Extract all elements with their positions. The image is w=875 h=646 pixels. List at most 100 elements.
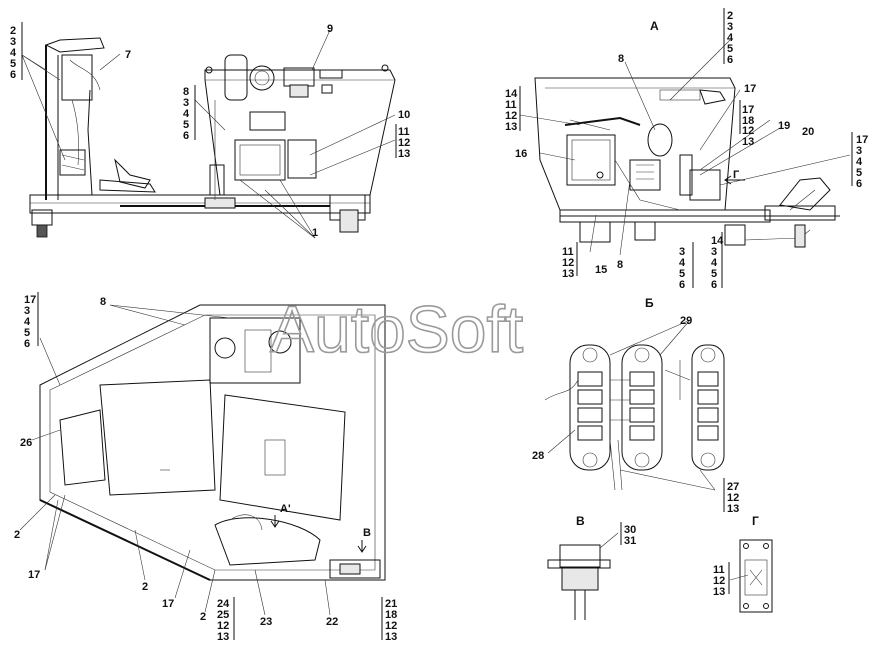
view-label-b: Б <box>645 296 654 310</box>
svg-text:6: 6 <box>10 69 16 81</box>
view-label-g-arrow: Г <box>733 169 740 181</box>
svg-text:2: 2 <box>10 25 16 37</box>
svg-text:6: 6 <box>711 279 717 291</box>
stack-14: 14 11 12 13 <box>505 86 521 133</box>
svg-text:13: 13 <box>398 148 410 160</box>
callout-2a: 2 <box>14 529 20 541</box>
stack-11a: 11 12 13 <box>395 124 410 160</box>
svg-text:6: 6 <box>183 130 189 142</box>
svg-text:4: 4 <box>679 257 686 269</box>
svg-text:6: 6 <box>856 178 862 190</box>
svg-text:12: 12 <box>727 492 739 504</box>
view-a <box>534 77 840 248</box>
svg-text:13: 13 <box>505 121 517 133</box>
svg-text:6: 6 <box>727 54 733 66</box>
callout-9: 9 <box>327 23 333 35</box>
watermark: AutoSoft <box>270 292 523 366</box>
stack-17-18: 17 18 12 13 <box>739 100 754 148</box>
svg-text:18: 18 <box>742 115 754 127</box>
callout-7: 7 <box>125 49 131 61</box>
callout-17c: 17 <box>162 598 174 610</box>
stack-a-right: 2 3 4 5 6 <box>723 8 734 66</box>
svg-text:2: 2 <box>727 10 733 22</box>
callout-22: 22 <box>326 616 338 628</box>
svg-text:14: 14 <box>505 88 518 100</box>
stack-21: 21 18 12 13 <box>381 597 397 643</box>
svg-text:13: 13 <box>562 268 574 280</box>
svg-text:12: 12 <box>505 110 517 122</box>
view-g-switch <box>739 539 773 613</box>
callout-17a: 17 <box>744 83 756 95</box>
svg-text:11: 11 <box>713 564 725 576</box>
svg-text:11: 11 <box>505 99 517 111</box>
svg-text:3: 3 <box>10 36 16 48</box>
stack-top-left: 2 3 4 5 6 <box>10 22 23 81</box>
svg-text:4: 4 <box>24 316 31 328</box>
stack-17b: 17 3 4 5 6 <box>851 132 868 190</box>
view-label-b-arrow: В <box>363 527 371 539</box>
svg-text:5: 5 <box>183 119 189 131</box>
callout-20: 20 <box>802 126 814 138</box>
callout-15: 15 <box>595 264 607 276</box>
svg-text:12: 12 <box>217 620 229 632</box>
svg-text:5: 5 <box>10 58 16 70</box>
svg-text:17: 17 <box>24 294 36 306</box>
callout-16: 16 <box>515 148 527 160</box>
svg-text:30: 30 <box>624 524 636 536</box>
stack-8: 8 3 4 5 6 <box>183 85 196 142</box>
callout-1: 1 <box>312 227 318 239</box>
svg-text:4: 4 <box>727 32 734 44</box>
stack-30: 30 31 <box>620 522 636 547</box>
arrows <box>270 175 745 553</box>
svg-text:6: 6 <box>24 338 30 350</box>
svg-text:13: 13 <box>217 631 229 643</box>
stack-3a: 3 4 5 6 <box>679 242 694 291</box>
callout-2b: 2 <box>142 581 148 593</box>
svg-text:12: 12 <box>562 257 574 269</box>
view-v-connector <box>547 544 611 620</box>
svg-text:4: 4 <box>856 156 863 168</box>
svg-text:31: 31 <box>624 535 636 547</box>
svg-text:3: 3 <box>727 21 733 33</box>
svg-text:12: 12 <box>742 125 754 137</box>
svg-text:17: 17 <box>856 134 868 146</box>
svg-text:21: 21 <box>385 598 397 610</box>
svg-text:13: 13 <box>727 503 739 515</box>
view-b-terminals <box>544 344 725 491</box>
view-label-a: А <box>650 19 659 33</box>
svg-text:3: 3 <box>679 246 685 258</box>
callout-29: 29 <box>680 315 692 327</box>
svg-text:13: 13 <box>742 136 754 148</box>
callout-8b: 8 <box>617 259 623 271</box>
svg-text:27: 27 <box>727 481 739 493</box>
stack-11g: 11 12 13 <box>713 562 730 598</box>
side-view-left <box>29 37 396 238</box>
svg-text:11: 11 <box>398 126 410 138</box>
callout-2c: 2 <box>200 611 206 623</box>
view-label-a-prime: А' <box>280 503 291 515</box>
stack-24: 24 25 12 13 <box>217 597 235 643</box>
svg-text:5: 5 <box>711 268 717 280</box>
svg-text:4: 4 <box>711 257 718 269</box>
svg-text:17: 17 <box>742 104 754 116</box>
svg-text:18: 18 <box>385 609 397 621</box>
svg-text:4: 4 <box>183 108 190 120</box>
callout-8c: 8 <box>100 296 106 308</box>
callout-10: 10 <box>398 109 410 121</box>
svg-text:13: 13 <box>385 631 397 643</box>
svg-text:12: 12 <box>713 575 725 587</box>
svg-text:24: 24 <box>217 598 230 610</box>
stack-14b: 14 3 4 5 6 <box>711 232 724 291</box>
svg-text:12: 12 <box>385 620 397 632</box>
svg-text:14: 14 <box>711 235 724 247</box>
leader-lines <box>19 29 851 616</box>
svg-text:5: 5 <box>679 268 685 280</box>
view-label-g: Г <box>752 514 759 528</box>
svg-text:13: 13 <box>713 586 725 598</box>
callout-19: 19 <box>778 120 790 132</box>
view-label-v: В <box>576 514 585 528</box>
callout-23: 23 <box>260 616 272 628</box>
callout-28: 28 <box>532 450 544 462</box>
svg-text:12: 12 <box>398 137 410 149</box>
svg-text:3: 3 <box>856 145 862 157</box>
